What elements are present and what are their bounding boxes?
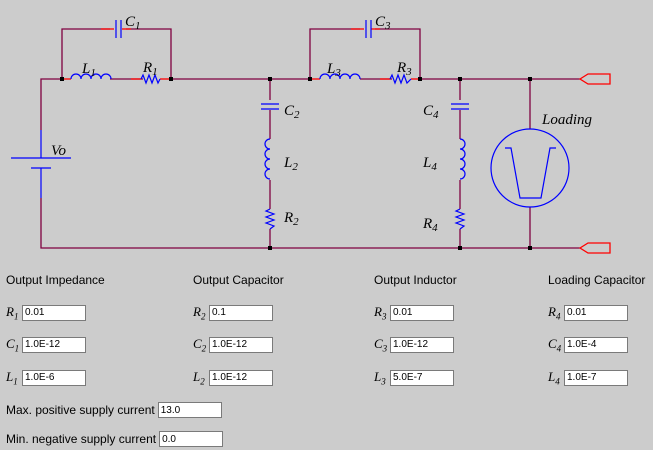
param-row-c4: C4: [548, 336, 628, 354]
param-input-l4[interactable]: [564, 369, 628, 386]
group-title: Loading Capacitor: [548, 273, 646, 287]
label-r4: R4: [422, 216, 438, 234]
output-terminal-bottom: [578, 242, 611, 254]
label-l4: L4: [422, 155, 437, 173]
loading-icon: [490, 128, 570, 208]
param-symbol: C2: [193, 336, 207, 354]
label-c3: C3: [375, 14, 391, 32]
max-supply-label: Max. positive supply current: [6, 403, 155, 417]
label-c1: C1: [125, 14, 141, 32]
min-supply-row: Min. negative supply current: [6, 431, 224, 447]
param-input-c4[interactable]: [564, 336, 628, 353]
label-l2: L2: [283, 155, 298, 173]
label-l1: L1: [81, 61, 96, 79]
param-row-r2: R2: [193, 304, 273, 322]
wire-c1-bypass: [61, 28, 110, 79]
param-symbol: C4: [548, 336, 562, 354]
inductor-l4-icon: [459, 138, 466, 180]
resistor-r3-icon: [389, 73, 412, 85]
param-symbol: L3: [374, 369, 386, 387]
resistor-r2-icon: [264, 208, 276, 230]
group-title: Output Impedance: [6, 273, 105, 287]
output-terminal-top: [578, 73, 611, 85]
param-input-c1[interactable]: [22, 336, 86, 353]
param-input-r3[interactable]: [390, 304, 454, 321]
junction-nodes: [60, 77, 532, 250]
label-l3: L3: [326, 61, 341, 79]
resistor-r1-icon: [140, 73, 161, 85]
param-row-r1: R1: [6, 304, 86, 322]
param-symbol: R3: [374, 304, 387, 322]
param-symbol: L1: [6, 369, 18, 387]
group-title: Output Inductor: [374, 273, 457, 287]
param-row-r3: R3: [374, 304, 454, 322]
param-row-l1: L1: [6, 369, 86, 387]
param-row-l4: L4: [548, 369, 628, 387]
inductor-l1-icon: [70, 73, 112, 80]
param-symbol: C3: [374, 336, 388, 354]
group-title: Output Capacitor: [193, 273, 284, 287]
param-row-c1: C1: [6, 336, 86, 354]
param-input-c2[interactable]: [209, 336, 273, 353]
max-supply-input[interactable]: [157, 402, 222, 418]
param-row-c2: C2: [193, 336, 273, 354]
min-supply-input[interactable]: [159, 431, 224, 447]
wire-c3-bypass: [309, 28, 360, 79]
capacitor-c3-icon: [365, 20, 372, 38]
max-supply-row: Max. positive supply current: [6, 402, 222, 418]
load-label: Loading: [541, 112, 593, 128]
capacitor-c2-icon: [261, 103, 279, 110]
capacitor-c1-icon: [115, 20, 122, 38]
label-r2: R2: [283, 210, 299, 228]
inductor-l2-icon: [264, 138, 271, 180]
source-label: Vo: [51, 143, 67, 159]
param-symbol: C1: [6, 336, 20, 354]
param-input-c3[interactable]: [390, 336, 454, 353]
param-input-l1[interactable]: [22, 369, 86, 386]
label-r1: R1: [142, 60, 158, 78]
param-input-l3[interactable]: [390, 369, 454, 386]
param-row-r4: R4: [548, 304, 628, 322]
capacitor-c4-icon: [451, 103, 469, 110]
voltage-source-icon: [11, 130, 71, 198]
param-input-r2[interactable]: [209, 304, 273, 321]
inductor-l3-icon: [319, 73, 361, 80]
param-row-c3: C3: [374, 336, 454, 354]
param-symbol: R4: [548, 304, 561, 322]
param-input-l2[interactable]: [209, 369, 273, 386]
param-input-r4[interactable]: [564, 304, 628, 321]
param-symbol: R1: [6, 304, 19, 322]
label-r3: R3: [396, 60, 412, 78]
param-symbol: L4: [548, 369, 560, 387]
resistor-r4-icon: [454, 208, 466, 230]
wire-top: [40, 78, 62, 130]
param-symbol: R2: [193, 304, 206, 322]
min-supply-label: Min. negative supply current: [6, 432, 157, 446]
label-c4: C4: [423, 103, 439, 121]
label-c2: C2: [284, 103, 300, 121]
param-row-l2: L2: [193, 369, 273, 387]
param-input-r1[interactable]: [22, 304, 86, 321]
wire-bottom: [40, 198, 580, 249]
param-row-l3: L3: [374, 369, 454, 387]
param-symbol: L2: [193, 369, 205, 387]
